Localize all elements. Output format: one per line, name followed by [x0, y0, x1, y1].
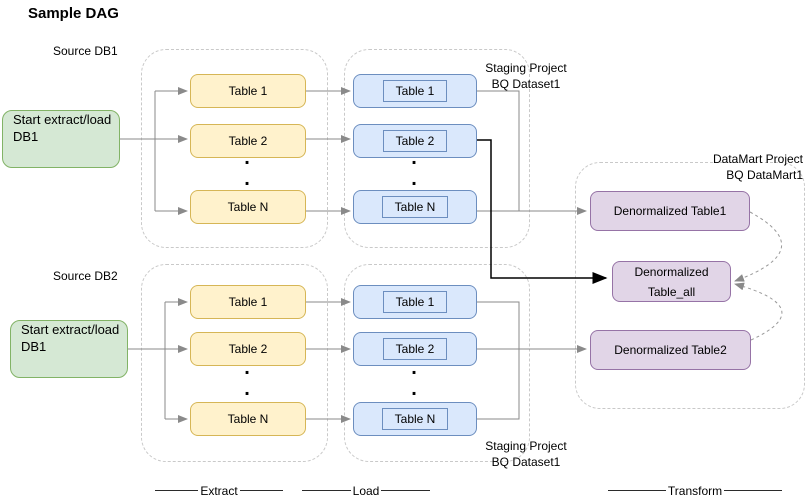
vertical-ellipsis-dot: . [244, 147, 250, 169]
phase-line-left [155, 490, 199, 491]
denormalized-table-all-node: Denormalized Table_all [612, 261, 731, 302]
phase-line-left [608, 490, 666, 491]
phase-load: Load [302, 483, 431, 498]
vertical-ellipsis-dot: . [244, 168, 250, 190]
db2-extract-table-2: Table 2 [190, 332, 306, 366]
vertical-ellipsis-dot: . [411, 168, 417, 190]
db2-extract-table-1: Table 1 [190, 285, 306, 319]
phase-line-left [302, 490, 351, 491]
start-node-db2: Start extract/load DB1 [10, 320, 128, 378]
db1-load-table-1: Table 1 [353, 74, 477, 108]
table-inner-box: Table 2 [382, 338, 448, 360]
vertical-ellipsis-dot: . [411, 147, 417, 169]
table-inner-box: Table N [381, 408, 449, 430]
phase-transform: Transform [608, 483, 783, 498]
source-db1-label: Source DB1 [53, 44, 118, 58]
table-inner-box: Table 2 [382, 130, 448, 152]
table-inner-box: Table N [381, 196, 449, 218]
page-title: Sample DAG [28, 5, 119, 22]
table-inner-box: Table 1 [382, 291, 448, 313]
db1-extract-table-2: Table 2 [190, 124, 306, 158]
datamart-label: DataMart Project BQ DataMart1 [712, 152, 803, 182]
db1-load-table-2: Table 2 [353, 124, 477, 158]
db2-load-table-n: Table N [353, 402, 477, 436]
db2-extract-table-n: Table N [190, 402, 306, 436]
table-inner-box: Table 1 [382, 80, 448, 102]
db1-extract-table-1: Table 1 [190, 74, 306, 108]
vertical-ellipsis-dot: . [411, 378, 417, 400]
vertical-ellipsis-dot: . [411, 357, 417, 379]
vertical-ellipsis-dot: . [244, 357, 250, 379]
staging-label-db2: Staging Project BQ Dataset1 [485, 439, 567, 469]
phase-line-right [381, 490, 431, 491]
phase-line-right [239, 490, 283, 491]
vertical-ellipsis-dot: . [244, 378, 250, 400]
db2-load-table-2: Table 2 [353, 332, 477, 366]
staging-label-db1: Staging Project BQ Dataset1 [485, 61, 567, 91]
db1-load-table-n: Table N [353, 190, 477, 224]
datamart-group [575, 162, 805, 409]
load-group-db2 [344, 264, 530, 462]
denormalized-table2-node: Denormalized Table2 [590, 330, 751, 370]
db2-load-table-1: Table 1 [353, 285, 477, 319]
phase-line-right [724, 490, 783, 491]
denormalized-table1-node: Denormalized Table1 [590, 191, 750, 231]
start-node-db1: Start extract/load DB1 [2, 110, 120, 168]
source-db2-label: Source DB2 [53, 269, 118, 283]
phase-extract: Extract [155, 483, 283, 498]
db1-extract-table-n: Table N [190, 190, 306, 224]
